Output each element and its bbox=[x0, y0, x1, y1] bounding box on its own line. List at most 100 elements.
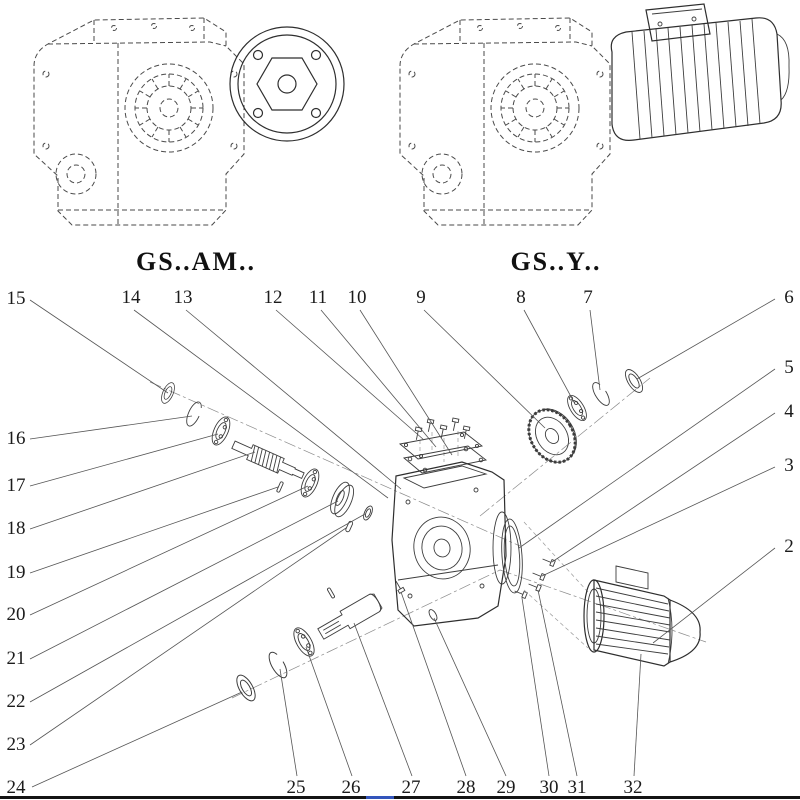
leader-line-28 bbox=[400, 591, 467, 777]
leader-line-29 bbox=[433, 617, 507, 777]
callout-number-28: 28 bbox=[457, 777, 476, 798]
callout-number-32: 32 bbox=[624, 777, 643, 798]
retaining-ring bbox=[183, 399, 205, 429]
output-shaft bbox=[317, 593, 383, 640]
flange-gasket bbox=[501, 518, 523, 594]
variant-am-drawing: GS..AM.. bbox=[33, 17, 345, 276]
leader-line-18 bbox=[29, 451, 256, 530]
callout-number-5: 5 bbox=[784, 357, 794, 378]
motor-terminal-box bbox=[645, 3, 711, 42]
ball-bearing bbox=[563, 391, 591, 425]
output-flange-drawing bbox=[229, 26, 345, 142]
leader-line-27 bbox=[353, 622, 413, 777]
leader-line-21 bbox=[29, 500, 339, 660]
callout-number-16: 16 bbox=[7, 428, 26, 449]
callout-number-11: 11 bbox=[309, 287, 327, 308]
leader-line-32 bbox=[633, 653, 642, 777]
leader-line-14 bbox=[133, 309, 389, 499]
callout-number-29: 29 bbox=[497, 777, 516, 798]
leader-line-9 bbox=[423, 309, 546, 429]
bolt bbox=[449, 417, 460, 432]
gearbox-housing bbox=[391, 461, 512, 627]
gearbox-body-dashed bbox=[33, 17, 245, 226]
dowel-pin bbox=[327, 587, 335, 599]
leader-line-23 bbox=[29, 527, 347, 746]
motor-drawing bbox=[610, 3, 790, 142]
callout-number-25: 25 bbox=[287, 777, 306, 798]
input-shaft-parts bbox=[158, 380, 373, 533]
callout-number-17: 17 bbox=[7, 475, 26, 496]
dowel-pin bbox=[276, 481, 284, 493]
leader-line-13 bbox=[185, 309, 402, 490]
callout-number-20: 20 bbox=[7, 604, 26, 625]
callout-number-19: 19 bbox=[7, 562, 26, 583]
bottom-border-accent bbox=[366, 796, 394, 799]
o-ring bbox=[363, 505, 373, 521]
leader-line-30 bbox=[521, 597, 550, 777]
leader-line-7 bbox=[589, 309, 601, 391]
worm-shaft bbox=[231, 440, 305, 479]
callout-number-14: 14 bbox=[122, 287, 142, 308]
bolt bbox=[527, 580, 542, 592]
motor-terminal-box bbox=[615, 565, 649, 590]
callout-number-26: 26 bbox=[342, 777, 361, 798]
leader-line-4 bbox=[551, 412, 776, 563]
leader-line-2 bbox=[652, 547, 776, 644]
leader-line-15 bbox=[29, 299, 169, 394]
leader-line-8 bbox=[523, 309, 576, 405]
callout-number-12: 12 bbox=[264, 287, 283, 308]
leader-line-10 bbox=[359, 309, 453, 456]
callout-number-18: 18 bbox=[7, 518, 26, 539]
output-shaft-parts bbox=[236, 579, 438, 702]
callout-number-13: 13 bbox=[174, 287, 193, 308]
callout-number-27: 27 bbox=[402, 777, 421, 798]
callout-number-15: 15 bbox=[7, 288, 26, 309]
cover-and-bolts bbox=[398, 417, 488, 474]
leader-line-24 bbox=[31, 691, 243, 788]
helical-gear bbox=[527, 408, 577, 464]
callout-number-4: 4 bbox=[784, 401, 794, 422]
variant-am-label: GS..AM.. bbox=[136, 247, 256, 276]
bottom-border bbox=[0, 796, 800, 799]
leader-line-17 bbox=[29, 433, 219, 487]
gear-train-parts bbox=[527, 366, 647, 464]
callout-number-22: 22 bbox=[7, 691, 26, 712]
output-flange-parts bbox=[501, 518, 589, 649]
motor-exploded bbox=[583, 565, 701, 667]
variant-y-drawing: GS..Y.. bbox=[399, 3, 790, 276]
leader-line-12 bbox=[275, 309, 425, 441]
callout-number-30: 30 bbox=[540, 777, 559, 798]
leader-line-3 bbox=[541, 466, 776, 577]
motor-fins bbox=[631, 18, 761, 140]
flat-washer bbox=[236, 674, 256, 702]
gearbox-body-dashed bbox=[399, 17, 611, 226]
worm-gear-disc bbox=[330, 481, 355, 518]
assembly-axes bbox=[149, 377, 707, 699]
leader-line-25 bbox=[279, 668, 298, 777]
ball-bearing bbox=[208, 413, 234, 449]
leader-line-11 bbox=[320, 309, 437, 448]
leader-line-22 bbox=[29, 513, 366, 703]
leader-line-31 bbox=[537, 589, 578, 777]
top-cover bbox=[402, 445, 488, 474]
exploded-view bbox=[149, 366, 707, 702]
leader-line-16 bbox=[29, 415, 193, 440]
callout-number-8: 8 bbox=[516, 287, 526, 308]
callout-number-6: 6 bbox=[784, 287, 794, 308]
ball-bearing bbox=[289, 624, 319, 660]
leader-line-26 bbox=[305, 646, 353, 777]
leader-line-6 bbox=[636, 298, 776, 380]
leader-line-5 bbox=[518, 368, 776, 549]
small-washer bbox=[428, 609, 438, 621]
bolt bbox=[424, 418, 435, 433]
callout-number-2: 2 bbox=[784, 536, 794, 557]
callout-number-24: 24 bbox=[7, 777, 27, 798]
callout-number-7: 7 bbox=[583, 287, 593, 308]
callout-number-3: 3 bbox=[784, 455, 794, 476]
callout-number-9: 9 bbox=[416, 287, 426, 308]
cover-gasket bbox=[398, 431, 484, 460]
motor-fins bbox=[595, 587, 671, 655]
